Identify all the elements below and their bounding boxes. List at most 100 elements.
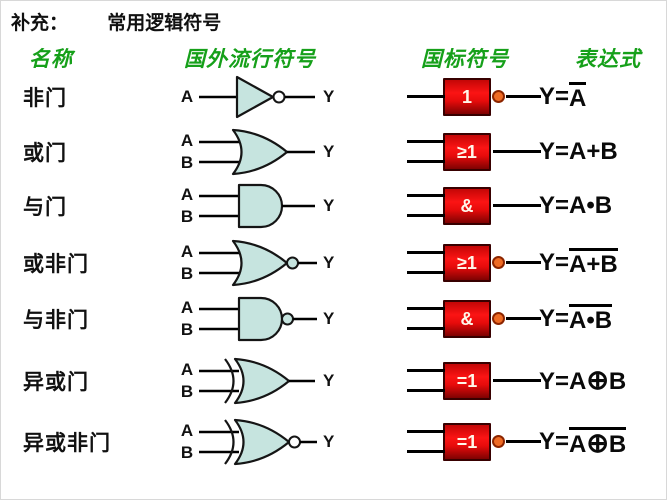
expression-overlined-part: A•B — [569, 304, 613, 334]
nand-gate-icon — [199, 296, 317, 342]
inversion-bubble-icon — [492, 256, 505, 269]
column-header-expr: 表达式 — [575, 48, 641, 71]
not-gate-icon — [199, 75, 315, 119]
inversion-bubble-icon — [492, 435, 505, 448]
gate-name-label: 与门 — [23, 196, 67, 219]
wire-line — [407, 389, 445, 392]
wire-line — [493, 204, 541, 207]
input-label: B — [180, 206, 194, 226]
input-label: B — [180, 381, 194, 401]
wire-line — [493, 150, 541, 153]
gate-name-label: 异或门 — [23, 371, 89, 394]
expression-part: Y=A+B — [539, 138, 618, 166]
column-header-foreign: 国外流行符号 — [184, 48, 316, 71]
gb-symbol: 1 — [407, 69, 541, 125]
xor-operator-icon: ⊕ — [586, 427, 609, 458]
xor-gate-icon — [199, 357, 315, 405]
expression: Y=A•B — [539, 291, 613, 347]
gb-symbol-box: & — [443, 300, 491, 338]
expression: Y=A⊕B — [539, 353, 626, 409]
page-title: 补充： 常用逻辑符号 — [11, 8, 221, 35]
gate-name-label: 或非门 — [23, 253, 89, 276]
title-text: 常用逻辑符号 — [107, 13, 222, 34]
input-label: B — [180, 319, 194, 339]
gb-symbol-box: & — [443, 187, 491, 225]
expression-part: Y=A⊕B — [539, 364, 627, 395]
expression: Y=A — [539, 69, 587, 125]
or-gate-icon — [199, 128, 315, 176]
gb-symbol-box: =1 — [443, 423, 491, 461]
gb-symbol-box: 1 — [443, 78, 491, 116]
column-header-gb: 国标符号 — [421, 48, 509, 71]
wire-line — [407, 307, 445, 310]
expression-overlined-part: A+B — [569, 248, 618, 278]
gate-name-label: 非门 — [23, 87, 67, 110]
input-label: B — [180, 442, 194, 462]
expression-overlined-part: A⊕B — [569, 426, 627, 458]
wire-line — [407, 369, 445, 372]
input-label: B — [180, 152, 194, 172]
wire-line — [493, 379, 541, 382]
xor-operator-icon: ⊕ — [586, 364, 609, 395]
gb-symbol: & — [407, 178, 541, 234]
expression-overlined-part: A — [569, 82, 587, 112]
wire-line — [506, 95, 541, 98]
nor-gate-icon — [199, 239, 317, 287]
wire-line — [407, 327, 445, 330]
gb-symbol: ≥1 — [407, 124, 541, 180]
wire-line — [407, 160, 445, 163]
gate-row-not: 非门 A Y 1 Y=A — [1, 69, 666, 125]
input-label: A — [180, 241, 194, 261]
foreign-symbol: A Y — [177, 69, 334, 125]
inversion-bubble-icon — [492, 90, 505, 103]
gb-symbol: & — [407, 291, 541, 347]
input-label: A — [180, 86, 194, 106]
input-label: B — [180, 263, 194, 283]
gb-symbol: =1 — [407, 414, 541, 470]
expression: Y=A+B — [539, 124, 618, 180]
wire-line — [506, 261, 541, 264]
gate-name-label: 与非门 — [23, 309, 89, 332]
gb-symbol-box: ≥1 — [443, 133, 491, 171]
input-label: A — [180, 297, 194, 317]
wire-line — [407, 95, 445, 98]
gate-name-label: 或门 — [23, 142, 67, 165]
output-label: Y — [323, 196, 335, 215]
gb-symbol: ≥1 — [407, 235, 541, 291]
and-gate-icon — [199, 183, 315, 229]
expression: Y=A+B — [539, 235, 618, 291]
output-label: Y — [323, 432, 335, 451]
gb-symbol-box: =1 — [443, 362, 491, 400]
gate-name-label: 异或非门 — [23, 432, 111, 455]
input-label: A — [180, 420, 194, 440]
output-label: Y — [323, 309, 335, 328]
input-labels: A — [177, 86, 197, 107]
wire-line — [407, 450, 445, 453]
inversion-bubble-icon — [492, 312, 505, 325]
output-label: Y — [323, 371, 335, 390]
input-label: A — [180, 130, 194, 150]
wire-line — [506, 440, 541, 443]
input-label: A — [180, 184, 194, 204]
output-label: Y — [323, 142, 335, 161]
wire-line — [407, 214, 445, 217]
title-prefix: 补充： — [11, 13, 69, 34]
xnor-gate-icon — [199, 418, 317, 466]
expression-part: Y= — [539, 249, 570, 277]
expression-part: Y=A•B — [539, 192, 613, 220]
expression: Y=A•B — [539, 178, 612, 234]
